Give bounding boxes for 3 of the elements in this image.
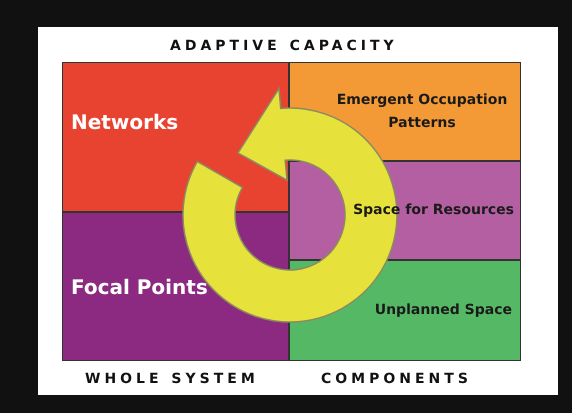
axis-label: COMPONENTS — [321, 371, 472, 387]
diagram-title: ADAPTIVE CAPACITY — [170, 38, 398, 54]
axis-label: WHOLE SYSTEM — [85, 371, 259, 387]
